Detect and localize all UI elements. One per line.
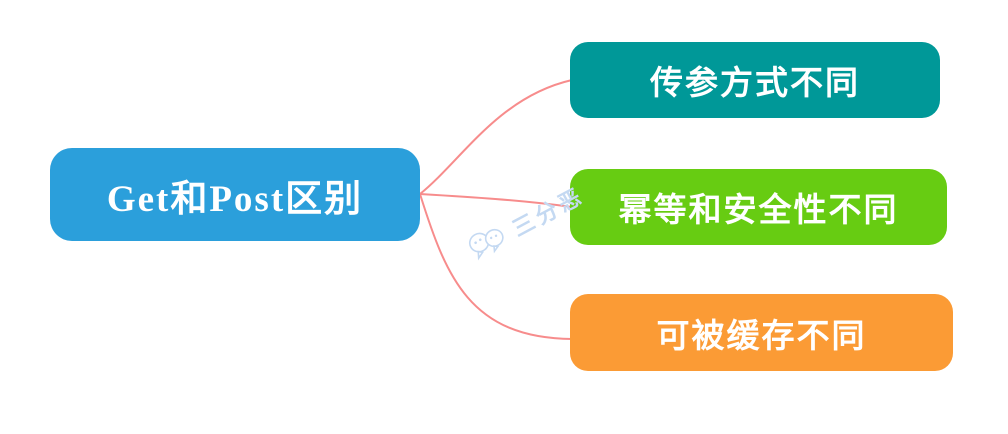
connector-to-branch-3	[419, 193, 573, 340]
bubble-eyes	[474, 234, 498, 245]
branch-node-idempotency-safety: 幂等和安全性不同	[570, 169, 947, 245]
branch-node-cacheability: 可被缓存不同	[570, 294, 953, 371]
wechat-bubbles-icon	[468, 228, 504, 261]
connector-to-branch-2	[419, 193, 573, 208]
root-node-label: Get和Post区别	[106, 178, 364, 220]
branch-node-label: 传参方式不同	[650, 66, 860, 102]
root-node: Get和Post区别	[50, 148, 420, 241]
branch-node-label: 幂等和安全性不同	[618, 193, 899, 229]
branch-node-param-passing: 传参方式不同	[570, 42, 940, 118]
branch-node-label: 可被缓存不同	[656, 318, 867, 355]
connector-to-branch-1	[419, 79, 573, 195]
